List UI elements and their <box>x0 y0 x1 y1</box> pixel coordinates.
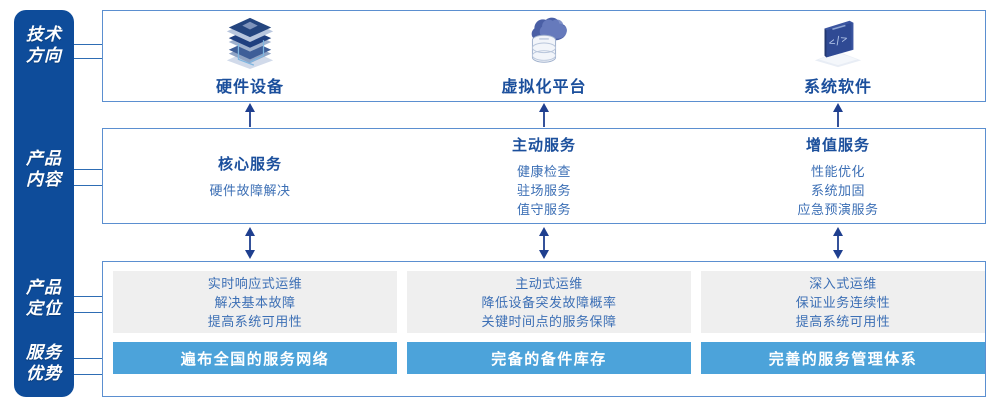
content-line: 健康检查 <box>516 163 571 179</box>
content-line: 驻场服务 <box>516 182 571 198</box>
positioning-line: 实时响应式运维 <box>207 275 303 291</box>
content-line: 性能优化 <box>810 163 865 179</box>
content-line: 硬件故障解决 <box>209 182 291 198</box>
content-title: 增值服务 <box>805 136 870 154</box>
arrow-up-system-software <box>833 103 843 127</box>
arrow-up-virtualization <box>539 103 549 127</box>
positioning-card-proactive[interactable]: 主动式运维 降低设备突发故障概率 关键时间点的服务保障 <box>407 271 691 333</box>
tech-item-hardware[interactable]: 硬件设备 <box>103 11 397 101</box>
positioning-line: 深入式运维 <box>809 275 877 291</box>
bottom-item-proactive: 主动式运维 降低设备突发故障概率 关键时间点的服务保障 完备的备件库存 <box>407 262 691 396</box>
rail-label-line2: 内容 <box>26 170 62 189</box>
arrow-up-hardware <box>245 103 255 127</box>
category-rail <box>14 10 74 397</box>
svg-text:</>: </> <box>827 33 849 50</box>
advantage-label: 完备的备件库存 <box>491 350 607 368</box>
advantage-bar-service-network[interactable]: 遍布全国的服务网络 <box>113 342 397 374</box>
content-item-value-added-service[interactable]: 增值服务 性能优化 系统加固 应急预演服务 <box>691 129 985 223</box>
content-title: 主动服务 <box>511 136 576 154</box>
advantage-bar-spare-parts[interactable]: 完备的备件库存 <box>407 342 691 374</box>
positioning-line: 降低设备突发故障概率 <box>481 294 617 310</box>
content-item-core-service[interactable]: 核心服务 硬件故障解决 <box>103 129 397 223</box>
bottom-item-realtime: 实时响应式运维 解决基本故障 提高系统可用性 遍布全国的服务网络 <box>113 262 397 396</box>
content-line: 值守服务 <box>516 201 571 217</box>
connector-line-position-a <box>74 296 103 297</box>
laptop-code-icon: </> <box>814 20 862 68</box>
content-line: 应急预演服务 <box>797 201 879 217</box>
connector-line-advantage-a <box>74 358 103 359</box>
content-line: 系统加固 <box>810 182 865 198</box>
connector-line-tech-b <box>74 58 103 59</box>
server-stack-icon <box>226 17 274 69</box>
tech-item-system-software[interactable]: </> 系统软件 <box>691 11 985 101</box>
rail-label-tech-direction: 技术 方向 <box>14 24 74 66</box>
tech-caption: 硬件设备 <box>215 79 284 96</box>
arrow-up-down-positioning-2 <box>539 227 549 259</box>
cloud-database-icon <box>531 17 567 63</box>
positioning-line: 提高系统可用性 <box>795 313 891 329</box>
connector-line-position-b <box>74 312 103 313</box>
product-content-box: 核心服务 硬件故障解决 主动服务 健康检查 驻场服务 值守服务 增值服务 性能优… <box>102 128 986 224</box>
rail-label-line1: 产品 <box>26 149 62 168</box>
tech-caption: 虚拟化平台 <box>501 79 587 96</box>
rail-label-service-advantage: 服务 优势 <box>14 342 74 384</box>
positioning-line: 主动式运维 <box>515 275 583 291</box>
positioning-line: 保证业务连续性 <box>795 294 891 310</box>
bottom-item-indepth: 深入式运维 保证业务连续性 提高系统可用性 完善的服务管理体系 <box>701 262 985 396</box>
rail-label-line2: 方向 <box>26 46 62 65</box>
connector-line-advantage-b <box>74 374 103 375</box>
rail-label-line1: 技术 <box>26 25 62 44</box>
tech-direction-box: 硬件设备 虚拟化平台 <box>102 10 986 102</box>
positioning-card-indepth[interactable]: 深入式运维 保证业务连续性 提高系统可用性 <box>701 271 985 333</box>
content-item-proactive-service[interactable]: 主动服务 健康检查 驻场服务 值守服务 <box>397 129 691 223</box>
tech-item-virtualization[interactable]: 虚拟化平台 <box>397 11 691 101</box>
positioning-card-realtime[interactable]: 实时响应式运维 解决基本故障 提高系统可用性 <box>113 271 397 333</box>
arrow-up-down-positioning-3 <box>833 227 843 259</box>
advantage-label: 完善的服务管理体系 <box>768 350 918 368</box>
rail-label-line1: 产品 <box>26 278 62 297</box>
advantage-bar-management-system[interactable]: 完善的服务管理体系 <box>701 342 985 374</box>
positioning-line: 提高系统可用性 <box>207 313 303 329</box>
positioning-advantage-box: 实时响应式运维 解决基本故障 提高系统可用性 遍布全国的服务网络 主动式运维 降… <box>102 261 986 397</box>
connector-line-content-a <box>74 169 103 170</box>
positioning-line: 解决基本故障 <box>214 294 296 310</box>
rail-label-line1: 服务 <box>26 343 62 362</box>
advantage-label: 遍布全国的服务网络 <box>180 350 330 368</box>
arrow-up-down-positioning-1 <box>245 227 255 259</box>
connector-line-content-b <box>74 185 103 186</box>
rail-label-product-content: 产品 内容 <box>14 148 74 190</box>
positioning-line: 关键时间点的服务保障 <box>481 313 617 329</box>
rail-label-line2: 定位 <box>26 299 62 318</box>
rail-label-line2: 优势 <box>26 364 62 383</box>
content-title: 核心服务 <box>217 155 282 173</box>
rail-label-product-position: 产品 定位 <box>14 277 74 319</box>
tech-caption: 系统软件 <box>803 79 872 96</box>
connector-line-tech-a <box>74 44 103 45</box>
